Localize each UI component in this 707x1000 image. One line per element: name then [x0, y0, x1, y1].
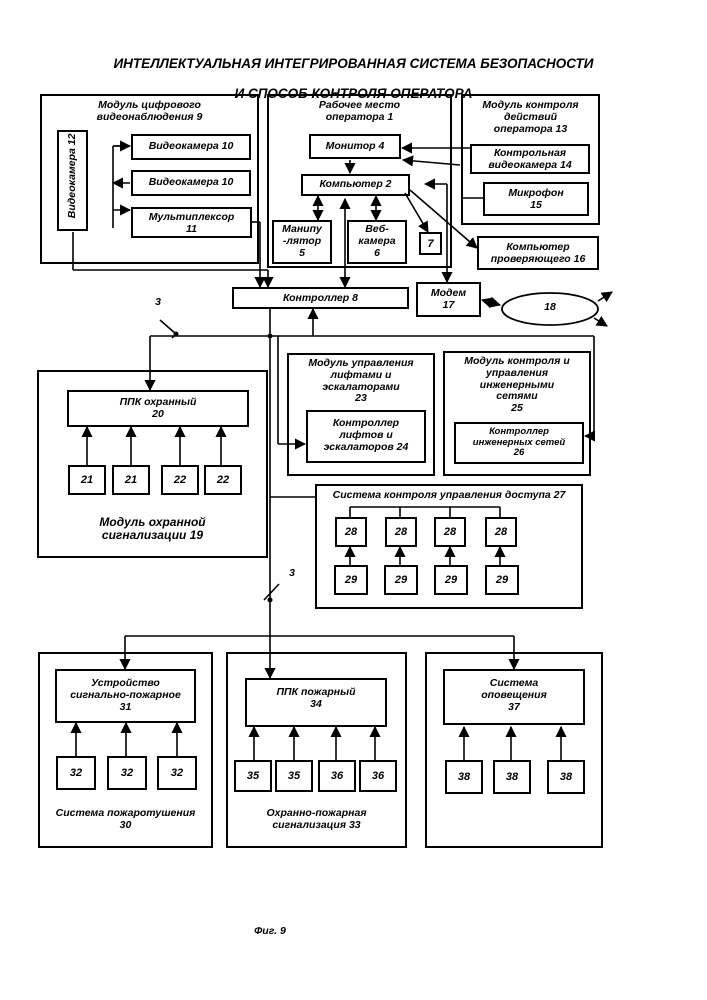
workplace-label: Рабочее место оператора 1	[269, 100, 450, 124]
device-29-3-box: 29	[434, 565, 468, 595]
ppk-fire-box: ППК пожарный 34	[245, 678, 387, 727]
device-35-1-label: 35	[236, 770, 270, 782]
block-7-box: 7	[419, 232, 442, 255]
line-3-top-label: 3	[150, 297, 166, 309]
engineering-controller-label: Контроллер инженерных сетей 26	[456, 427, 582, 459]
multiplexer-box: Мультиплексор 11	[131, 207, 252, 238]
microphone-box: Микрофон 15	[483, 182, 589, 216]
device-29-3-label: 29	[436, 574, 466, 586]
manipulator-box: Манипу -лятор 5	[272, 220, 332, 264]
alarm-module-label: Модуль охранной сигнализации 19	[39, 516, 266, 543]
sensor-21a-box: 21	[68, 465, 106, 495]
reader-28-4-label: 28	[487, 526, 515, 538]
device-38-2-box: 38	[493, 760, 531, 794]
device-32-3-box: 32	[157, 756, 197, 790]
sensor-22a-label: 22	[163, 474, 197, 486]
device-32-2-label: 32	[109, 767, 145, 779]
reader-28-3-label: 28	[436, 526, 464, 538]
video-module-label: Модуль цифрового видеонаблюдения 9	[42, 100, 257, 124]
notification-system-box: Система оповещения 37	[443, 669, 585, 725]
checker-computer-box: Компьютер проверяющего 16	[477, 236, 599, 270]
videocam-10b-box: Видеокамера 10	[131, 170, 251, 196]
multiplexer-label: Мультиплексор 11	[133, 212, 250, 236]
computer-box: Компьютер 2	[301, 174, 410, 196]
device-38-1-box: 38	[445, 760, 483, 794]
sensor-21a-label: 21	[70, 474, 104, 486]
device-38-3-label: 38	[549, 771, 583, 783]
device-38-1-label: 38	[447, 771, 481, 783]
device-29-4-box: 29	[485, 565, 519, 595]
device-38-2-label: 38	[495, 771, 529, 783]
reader-28-4-box: 28	[485, 517, 517, 547]
device-36-2-box: 36	[359, 760, 397, 792]
lift-module-label: Модуль управления лифтами и эскалаторами…	[289, 358, 433, 405]
device-35-2-label: 35	[277, 770, 311, 782]
device-32-1-box: 32	[56, 756, 96, 790]
control-videocam-label: Контрольная видеокамера 14	[472, 148, 588, 172]
device-29-2-box: 29	[384, 565, 418, 595]
videocam-10a-box: Видеокамера 10	[131, 134, 251, 160]
device-29-4-label: 29	[487, 574, 517, 586]
checker-computer-label: Компьютер проверяющего 16	[479, 242, 597, 266]
device-36-2-label: 36	[361, 770, 395, 782]
reader-28-1-label: 28	[337, 526, 365, 538]
engineering-controller-box: Контроллер инженерных сетей 26	[454, 422, 584, 464]
ppk-guard-box: ППК охранный 20	[67, 390, 249, 427]
sensor-22a-box: 22	[161, 465, 199, 495]
webcam-label: Веб- камера 6	[349, 224, 405, 259]
webcam-box: Веб- камера 6	[347, 220, 407, 264]
videocam-10a-label: Видеокамера 10	[133, 141, 249, 153]
device-36-1-box: 36	[318, 760, 356, 792]
sensor-21b-label: 21	[114, 474, 148, 486]
reader-28-1-box: 28	[335, 517, 367, 547]
modem-box: Модем 17	[416, 282, 481, 317]
reader-28-3-box: 28	[434, 517, 466, 547]
operator-control-module-label: Модуль контроля действий оператора 13	[463, 100, 598, 135]
device-35-1-box: 35	[234, 760, 272, 792]
device-32-1-label: 32	[58, 767, 94, 779]
modem-label: Модем 17	[418, 288, 479, 312]
device-32-3-label: 32	[159, 767, 195, 779]
reader-28-2-label: 28	[387, 526, 415, 538]
videocam-12-label: Видеокамера 12	[67, 126, 79, 226]
sensor-22b-label: 22	[206, 474, 240, 486]
device-36-1-label: 36	[320, 770, 354, 782]
computer-label: Компьютер 2	[303, 179, 408, 191]
fire-extinguish-label: Система пожаротушения 30	[40, 808, 211, 832]
ppk-fire-label: ППК пожарный 34	[247, 687, 385, 711]
sensor-21b-box: 21	[112, 465, 150, 495]
videocam-12-box: Видеокамера 12	[57, 130, 88, 231]
controller-label: Контроллер 8	[234, 293, 407, 305]
sensor-22b-box: 22	[204, 465, 242, 495]
device-29-1-label: 29	[336, 574, 366, 586]
fire-device-box: Устройство сигнально-пожарное 31	[55, 669, 196, 723]
fire-device-label: Устройство сигнально-пожарное 31	[57, 678, 194, 713]
monitor-box: Монитор 4	[309, 134, 401, 159]
line-3-bottom-label: 3	[284, 568, 300, 580]
monitor-label: Монитор 4	[311, 141, 399, 153]
lift-controller-box: Контроллер лифтов и эскалаторов 24	[306, 410, 426, 463]
engineering-module-label: Модуль контроля и управления инженерными…	[445, 356, 589, 415]
microphone-label: Микрофон 15	[485, 188, 587, 212]
notification-system-label: Система оповещения 37	[445, 678, 583, 713]
figure-caption: Фиг. 9	[230, 926, 310, 938]
device-35-2-box: 35	[275, 760, 313, 792]
ppk-guard-label: ППК охранный 20	[69, 397, 247, 421]
reader-28-2-box: 28	[385, 517, 417, 547]
fire-alarm-label: Охранно-пожарная сигнализация 33	[228, 808, 405, 832]
device-29-1-box: 29	[334, 565, 368, 595]
device-29-2-label: 29	[386, 574, 416, 586]
cloud-18-label: 18	[530, 302, 570, 314]
controller-box: Контроллер 8	[232, 287, 409, 309]
control-videocam-box: Контрольная видеокамера 14	[470, 144, 590, 174]
lift-controller-label: Контроллер лифтов и эскалаторов 24	[308, 418, 424, 453]
device-32-2-box: 32	[107, 756, 147, 790]
access-system-label: Система контроля управления доступа 27	[317, 490, 581, 502]
manipulator-label: Манипу -лятор 5	[274, 224, 330, 259]
videocam-10b-label: Видеокамера 10	[133, 177, 249, 189]
device-38-3-box: 38	[547, 760, 585, 794]
block-7-label: 7	[421, 238, 440, 250]
